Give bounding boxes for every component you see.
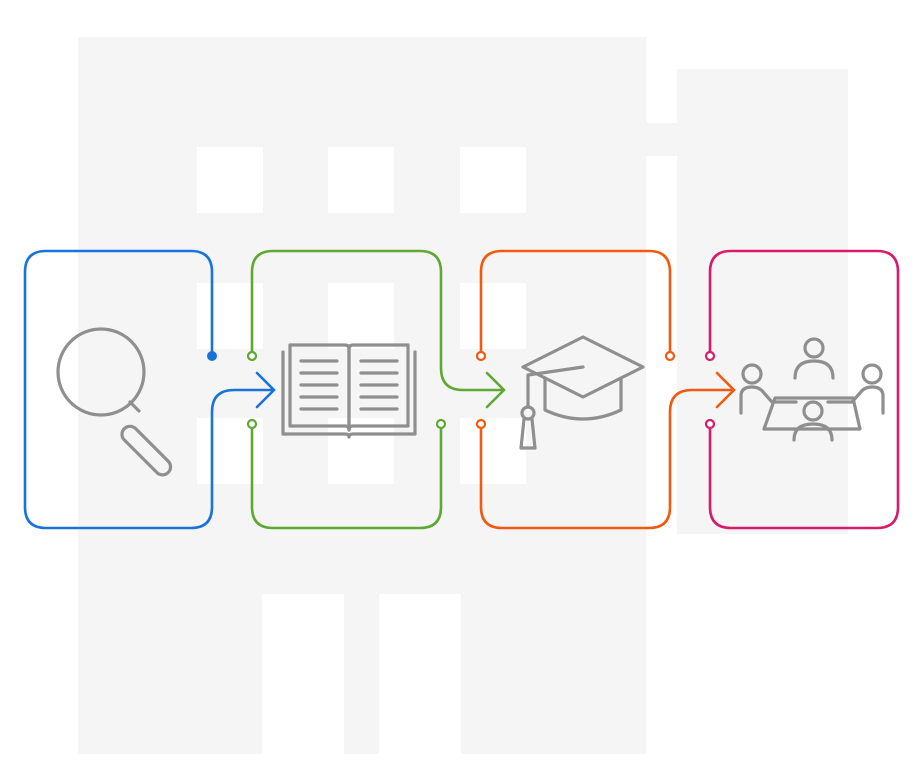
step-1-frame — [23, 249, 276, 530]
building-door — [379, 594, 461, 754]
step-2-frame-top — [250, 249, 506, 392]
step-3-frame-top — [479, 249, 672, 354]
step-3-arrowhead — [715, 371, 736, 409]
step-4-frame — [708, 249, 900, 530]
graduation-cap-icon — [519, 335, 645, 450]
building-window — [328, 147, 394, 213]
step-3-frame-bottom — [479, 388, 736, 530]
building-window — [460, 283, 526, 349]
step-1-node — [207, 351, 217, 361]
step-3-node-top — [475, 350, 487, 362]
building-window — [328, 418, 394, 484]
step-3-graduate — [475, 249, 736, 530]
step-3-node-bottom — [475, 418, 487, 430]
magnifying-glass-icon — [56, 327, 173, 477]
step-2-node-right — [435, 418, 447, 430]
step-2-node-top — [246, 350, 258, 362]
building-background — [78, 37, 848, 754]
building-connector — [640, 123, 680, 156]
building-window — [197, 147, 263, 213]
step-3-node-right — [664, 350, 676, 362]
step-2-study — [246, 249, 506, 530]
building-window — [460, 147, 526, 213]
building-window — [647, 156, 677, 222]
building-window — [328, 283, 394, 349]
step-4-node-top — [704, 350, 716, 362]
step-2-node-bottom — [246, 418, 258, 430]
step-1-research — [23, 249, 276, 530]
meeting-table-icon — [739, 337, 885, 442]
step-1-arrowhead — [255, 371, 276, 409]
building-door — [262, 594, 344, 754]
open-book-icon — [281, 343, 417, 439]
building-annex — [677, 69, 848, 534]
step-2-arrowhead — [485, 371, 506, 409]
step-2-frame-bottom — [250, 426, 443, 530]
step-4-node-bottom — [704, 418, 716, 430]
building-window — [460, 418, 526, 484]
step-4-collaborate — [704, 249, 900, 530]
